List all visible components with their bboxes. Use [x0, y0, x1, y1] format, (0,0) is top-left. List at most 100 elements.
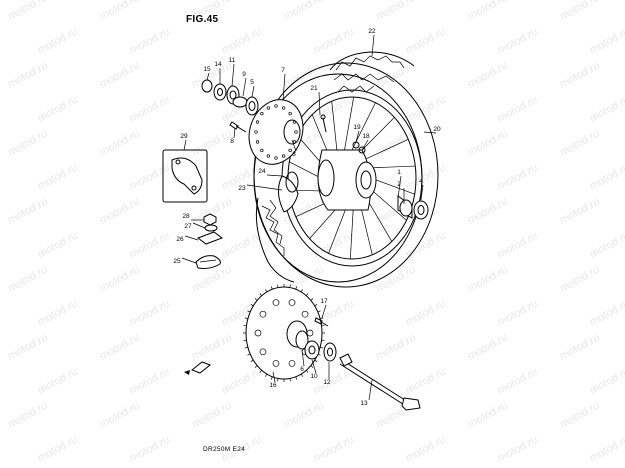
leader-line-16	[272, 371, 276, 383]
sprocket-tooth	[265, 373, 268, 377]
part-callout-16: 16	[269, 382, 277, 389]
leader-line-6	[301, 349, 305, 367]
part-callout-24: 24	[258, 168, 266, 175]
leader-line-8	[233, 127, 236, 139]
part-callout-6: 6	[300, 366, 304, 373]
part-callout-11: 11	[229, 57, 236, 64]
leader-line-13	[368, 379, 373, 401]
sprocket-tooth	[306, 370, 309, 373]
sprocket-tooth	[310, 298, 314, 301]
sprocket-tooth	[320, 346, 324, 349]
part-callout-5: 5	[250, 79, 254, 86]
disc-hole	[260, 148, 264, 153]
sprocket-tooth	[314, 359, 318, 363]
leader-line-22	[371, 34, 375, 57]
sprocket-hole	[259, 348, 267, 356]
sprocket-hole	[254, 329, 262, 337]
front-direction-arrow-icon	[184, 361, 211, 375]
part-callout-8: 8	[230, 138, 234, 145]
leader-line-25	[181, 257, 197, 264]
part-callout-22: 22	[368, 28, 376, 35]
part-callout-19: 19	[353, 124, 361, 131]
rear-sprocket	[243, 284, 325, 382]
disc-hole	[282, 106, 286, 110]
disc-hole	[294, 130, 298, 134]
sprocket-hole	[288, 299, 296, 306]
part-callout-3: 3	[292, 151, 296, 158]
sprocket-hole	[272, 299, 280, 306]
part-callout-12: 12	[323, 379, 331, 386]
part-callout-18: 18	[362, 133, 370, 140]
disc-hole	[282, 154, 286, 158]
part-callout-15: 15	[203, 66, 211, 73]
leader-line-20	[423, 131, 437, 134]
sprocket-hole	[301, 310, 309, 318]
sprocket-tooth	[306, 293, 309, 296]
leader-line-18	[361, 139, 369, 151]
sprocket-tooth	[254, 298, 258, 301]
sprocket-tooth	[265, 289, 268, 293]
disc-hole	[260, 111, 264, 116]
disc-hole	[292, 140, 297, 144]
part-callout-2: 2	[397, 181, 401, 188]
model-code: DR250M E24	[203, 446, 246, 453]
sprocket-hole	[306, 329, 314, 337]
part-callout-7: 7	[281, 67, 285, 74]
sprocket-tooth	[254, 365, 258, 368]
sprocket-hole	[272, 360, 280, 367]
sprocket-tooth	[320, 317, 324, 320]
leader-line-21	[318, 91, 321, 116]
leader-line-24	[266, 174, 283, 177]
disc-hole	[255, 140, 260, 144]
axle-assembly	[295, 317, 421, 411]
part-callout-25: 25	[173, 258, 181, 265]
part-callout-14: 14	[214, 61, 222, 68]
part-callout-28: 28	[182, 213, 190, 220]
sprocket-tooth	[270, 376, 273, 380]
leader-line-15	[206, 72, 210, 81]
bearing-stack-left	[201, 79, 259, 133]
leader-line-27	[192, 222, 206, 229]
sprocket-hole	[259, 310, 267, 318]
part-callout-21: 21	[310, 85, 318, 92]
sprocket-tooth	[270, 286, 273, 290]
sprocket-tooth	[259, 293, 262, 296]
disc-hole	[255, 120, 260, 124]
sprocket-tooth	[300, 373, 303, 377]
leader-line-29	[183, 139, 187, 151]
sprocket-tooth	[259, 370, 262, 373]
bearing-stack-right	[397, 195, 429, 220]
rear-tire	[253, 51, 439, 288]
sprocket-tooth	[300, 289, 303, 293]
disc-hole	[266, 106, 270, 110]
sprocket-tooth	[295, 376, 298, 380]
sprocket-tooth	[295, 286, 298, 290]
part-callout-26: 26	[176, 236, 184, 243]
valve-bolt	[320, 114, 327, 133]
sprocket-tooth	[244, 317, 248, 320]
part-callout-10: 10	[310, 373, 318, 380]
part-callout-4: 4	[419, 178, 423, 185]
brake-disc	[248, 99, 304, 165]
part-callout-13: 13	[360, 400, 368, 407]
sprocket-tooth	[310, 365, 314, 368]
disc-hole	[274, 104, 278, 108]
leader-line-11	[231, 63, 235, 87]
leader-line-5	[251, 85, 255, 98]
sprocket-tooth	[247, 353, 251, 356]
part-callout-1: 1	[397, 169, 401, 176]
leader-line-1	[397, 175, 402, 199]
part-callout-23: 23	[238, 185, 246, 192]
leader-line-26	[184, 235, 199, 241]
hub-spacer	[278, 171, 299, 213]
disc-hole	[288, 111, 292, 116]
leader-line-3	[291, 139, 297, 152]
sprocket-tooth	[250, 359, 254, 363]
leader-line-9	[242, 77, 247, 97]
disc-guard	[162, 149, 208, 203]
sprocket-tooth	[317, 310, 321, 313]
leader-line-17	[321, 304, 327, 319]
sprocket-tooth	[314, 303, 318, 307]
sprocket-tooth	[244, 346, 248, 349]
